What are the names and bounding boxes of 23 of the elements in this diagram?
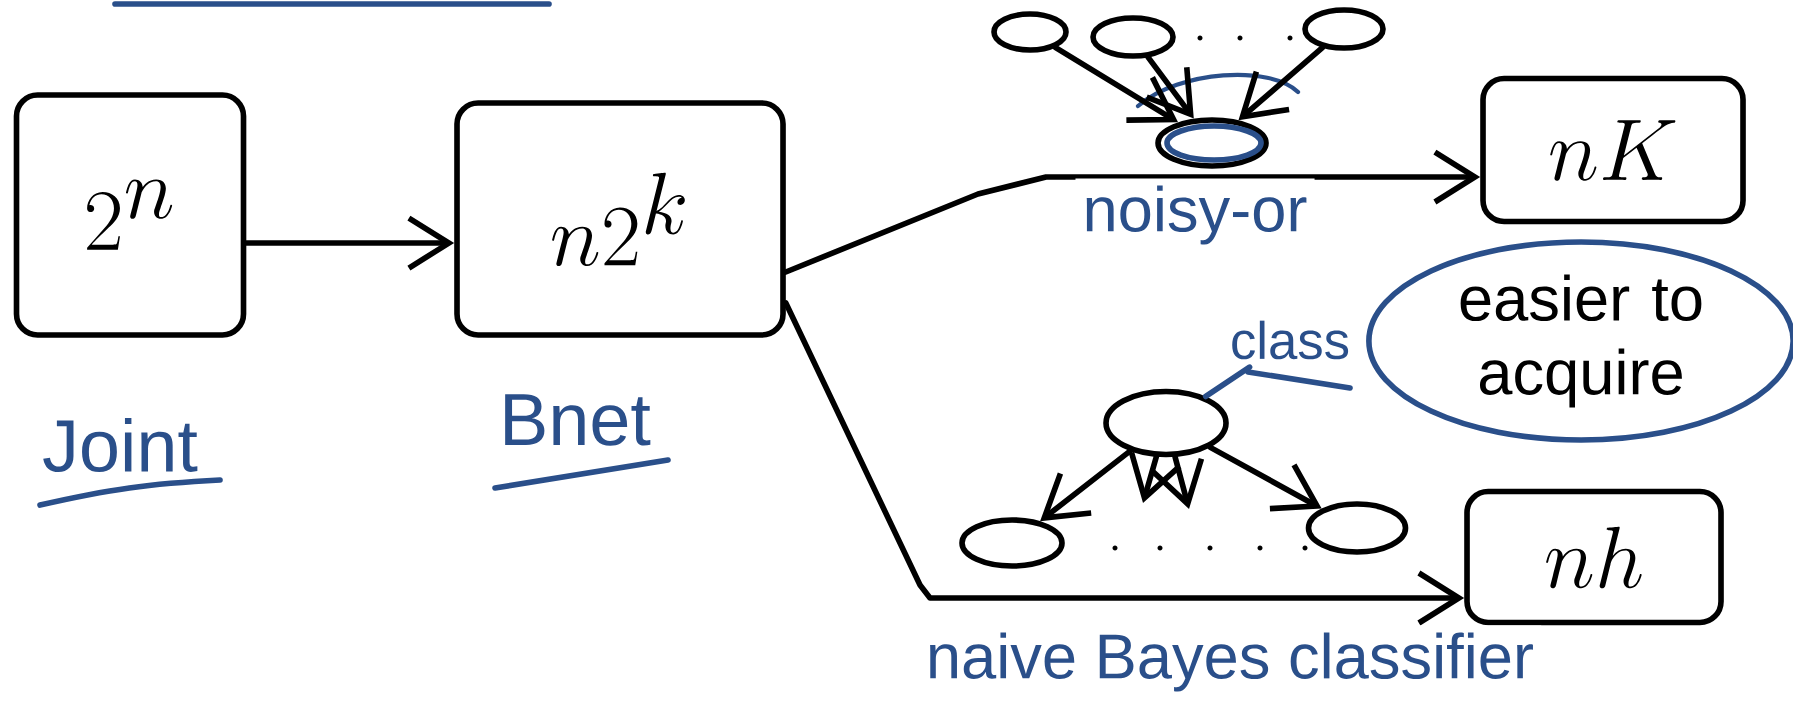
arrow (243, 215, 455, 271)
node-caption: Joint (43, 417, 198, 473)
node-label: class (1232, 320, 1349, 360)
formula-box: $nK$ (1480, 75, 1746, 225)
formula-box: $2^{n}$ (13, 92, 247, 338)
edge-label: naive Bayes classifier (918, 625, 1542, 699)
callout-bubble: easier to acquire (1366, 239, 1793, 443)
arrow (783, 149, 1481, 275)
formula-box: $nh$ (1464, 488, 1724, 626)
graph-node (1302, 7, 1386, 51)
node-caption: Bnet (505, 394, 651, 446)
graph-node (1305, 501, 1409, 555)
graph-node (959, 517, 1065, 569)
arrow (1207, 444, 1322, 512)
edge-label: noisy-or (1075, 178, 1315, 252)
arrow (783, 300, 1465, 626)
highlighted-node (1155, 117, 1269, 169)
graph-node (991, 11, 1069, 53)
arrow (1052, 44, 1179, 123)
graph-node (1090, 15, 1176, 59)
leader-line (1202, 364, 1253, 400)
graph-node (1103, 388, 1229, 458)
formula-box: $n2^{k}$ (454, 100, 786, 338)
